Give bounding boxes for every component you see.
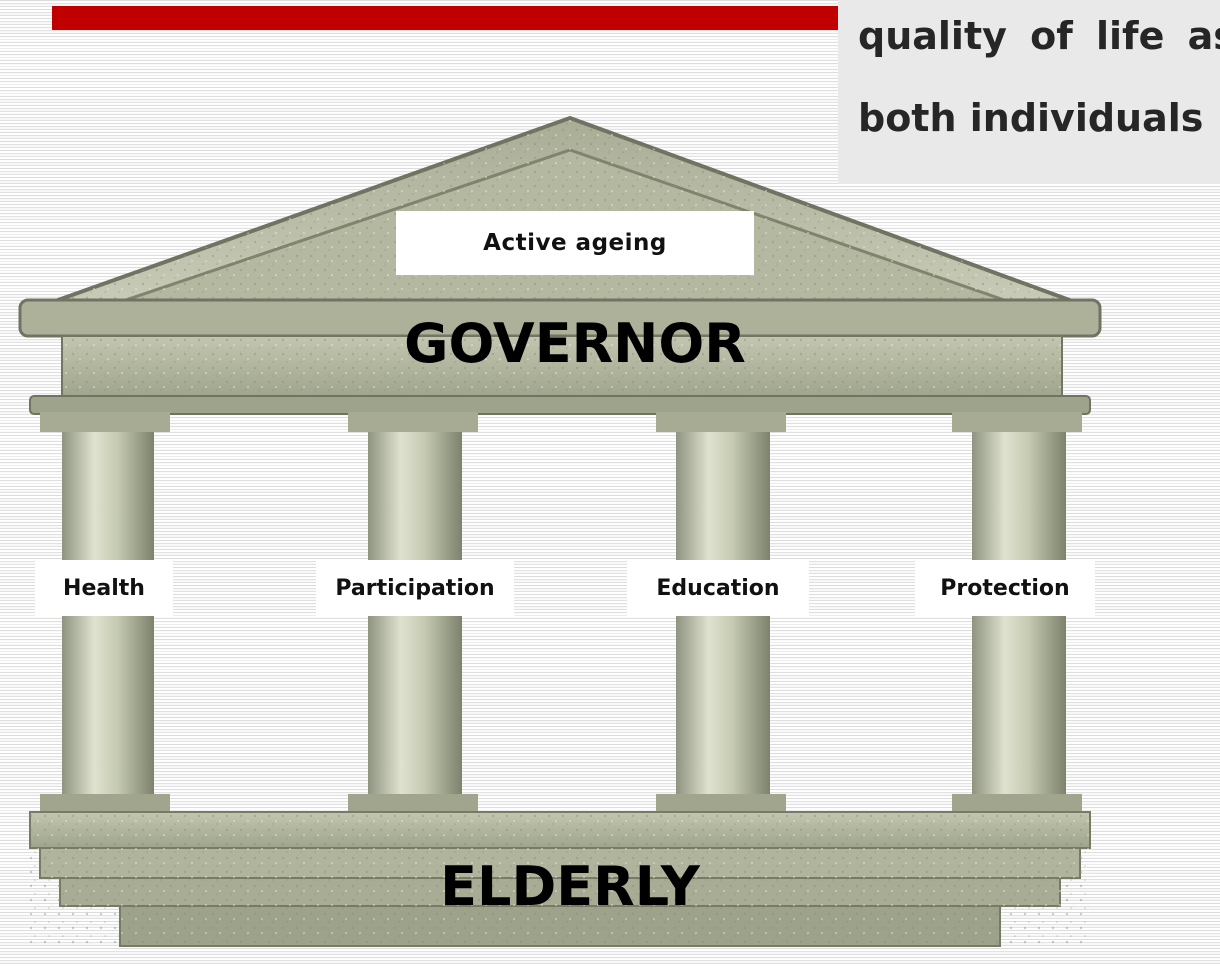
base-label: ELDERLY [440, 855, 700, 918]
pillar-label-participation: Participation [316, 560, 514, 616]
pillar-label-education: Education [627, 560, 809, 616]
architrave [29, 395, 1091, 415]
pillar-label-health: Health [35, 560, 173, 616]
entablature-label: GOVERNOR [404, 312, 746, 375]
roof-label: Active ageing [396, 211, 754, 275]
temple-base [29, 811, 1091, 947]
callout-line-2: both individuals [858, 96, 1204, 140]
callout-box: quality of life as both individuals [838, 0, 1220, 184]
callout-line-1: quality of life as [858, 14, 1220, 58]
pillar-label-protection: Protection [915, 560, 1095, 616]
title-accent-bar [52, 6, 838, 30]
